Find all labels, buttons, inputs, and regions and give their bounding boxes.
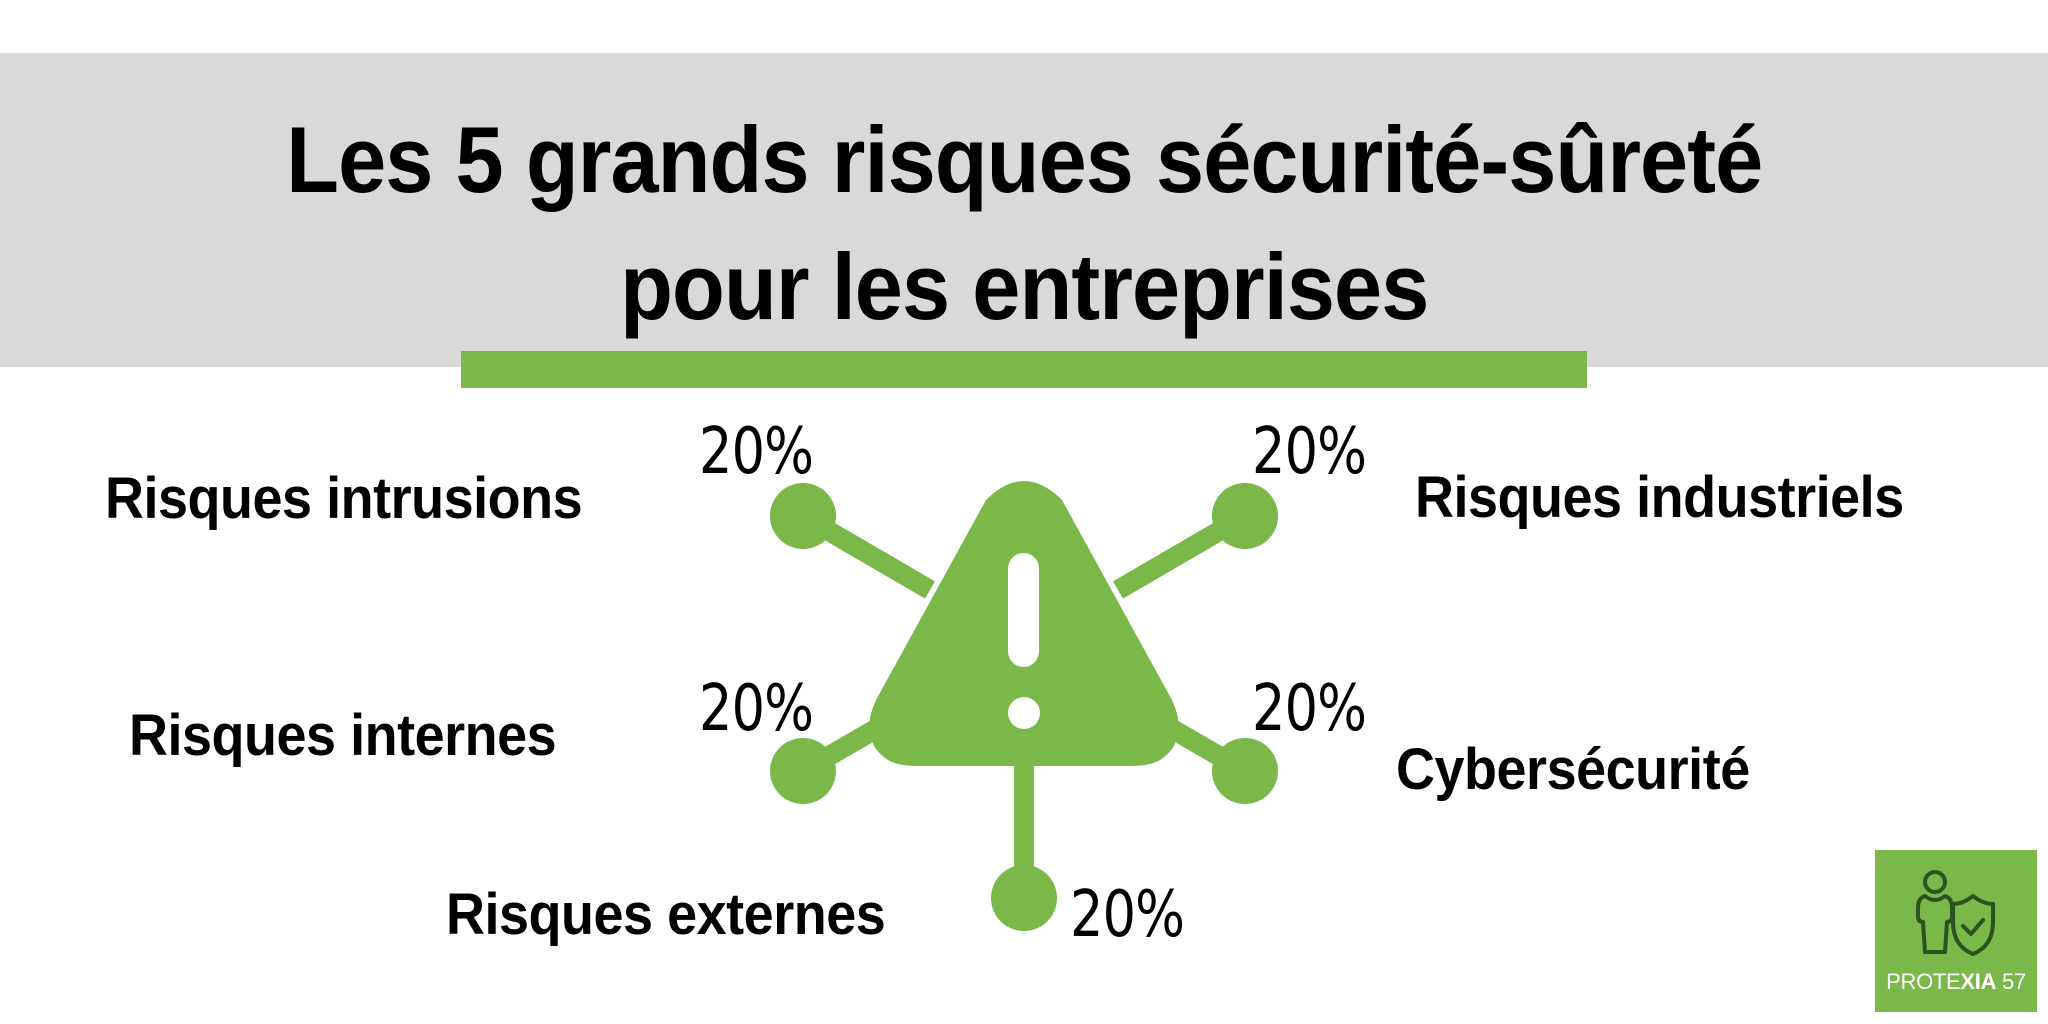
- percent-internes: 20%: [699, 672, 814, 746]
- node-top-left: [770, 483, 836, 549]
- page-title-line-2: pour les entreprises: [0, 240, 2048, 334]
- node-bottom: [991, 865, 1057, 931]
- percent-intrusions: 20%: [699, 415, 814, 489]
- person-shield-check-icon: [1916, 870, 1995, 956]
- exclamation-dot: [1008, 697, 1040, 729]
- title-underline-bar: [461, 351, 1587, 388]
- connector-bottom: [1014, 760, 1034, 880]
- label-cybersecurite: Cybersécurité: [1396, 737, 1750, 802]
- node-bottom-right: [1212, 738, 1278, 804]
- title-text-2: pour les entreprises: [619, 234, 1429, 339]
- percent-externes: 20%: [1070, 878, 1185, 952]
- node-top-right: [1212, 483, 1278, 549]
- title-text-1: Les 5 grands risques sécurité-sûreté: [285, 107, 1763, 212]
- label-risques-internes: Risques internes: [129, 703, 557, 768]
- protexia-logo: PROTEXIA 57: [1875, 850, 2037, 1012]
- logo-text: PROTEXIA 57: [1886, 969, 2026, 994]
- label-risques-intrusions: Risques intrusions: [105, 466, 583, 531]
- header-band: [0, 53, 2048, 367]
- percent-cyber: 20%: [1252, 672, 1367, 746]
- label-risques-externes: Risques externes: [446, 882, 886, 947]
- label-risques-industriels: Risques industriels: [1415, 465, 1904, 530]
- exclamation-bar: [1008, 553, 1039, 667]
- percent-industriels: 20%: [1252, 415, 1367, 489]
- node-bottom-left: [770, 738, 836, 804]
- page-title-line-1: Les 5 grands risques sécurité-sûreté: [0, 113, 2048, 207]
